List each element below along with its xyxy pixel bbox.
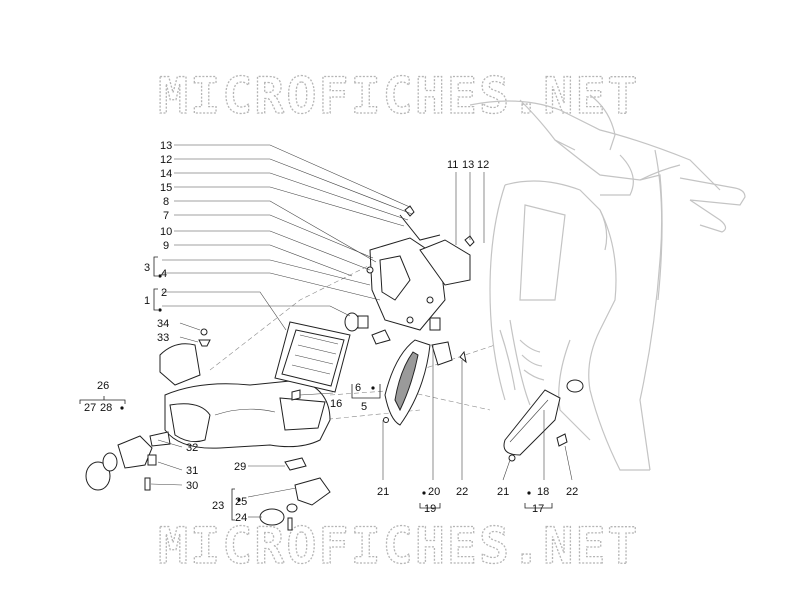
callout-28: 28	[100, 402, 112, 414]
callout-5: 5	[361, 401, 367, 413]
indicator-left	[383, 339, 467, 426]
callout-brackets	[79, 256, 553, 521]
bracket-assembly	[366, 205, 475, 331]
callout-23: 23	[212, 500, 224, 512]
callout-21b: 21	[497, 486, 509, 498]
callout-9: 9	[163, 240, 169, 252]
callout-10: 10	[160, 226, 172, 238]
callout-12: 12	[160, 154, 172, 166]
callout-22b: 22	[566, 486, 578, 498]
callout-33: 33	[157, 332, 169, 344]
callout-13: 13	[160, 140, 172, 152]
callout-25: 25	[235, 496, 247, 508]
callout-19: 19	[424, 503, 436, 515]
handlebar-cover	[159, 343, 331, 449]
callout-20: 20	[428, 486, 440, 498]
callout-4: 4	[161, 268, 167, 280]
scooter-outline	[469, 94, 746, 471]
callout-30: 30	[186, 480, 198, 492]
callout-16: 16	[330, 398, 342, 410]
callout-29: 29	[234, 461, 246, 473]
callout-18: 18	[537, 486, 549, 498]
callout-24: 24	[235, 512, 247, 524]
callout-labels: 13 12 14 15 8 7 10 9 3 4 2 1 34 33 26 27…	[84, 140, 578, 524]
indicator-right	[503, 379, 584, 462]
callout-13b: 13	[462, 159, 474, 171]
lower-left-parts	[85, 431, 171, 491]
callout-26: 26	[97, 380, 109, 392]
callout-17: 17	[532, 503, 544, 515]
callout-22: 22	[456, 486, 468, 498]
callout-3: 3	[144, 262, 150, 274]
callout-12b: 12	[477, 159, 489, 171]
callout-21: 21	[377, 486, 389, 498]
callout-32: 32	[186, 442, 198, 454]
callout-34: 34	[157, 318, 169, 330]
callout-6: 6	[355, 382, 361, 394]
callout-8: 8	[163, 196, 169, 208]
headlight-unit	[274, 321, 351, 393]
callout-7: 7	[163, 210, 169, 222]
lower-center-parts	[259, 457, 331, 531]
callout-31: 31	[186, 465, 198, 477]
callout-15: 15	[160, 182, 172, 194]
small-hardware	[198, 328, 301, 401]
watermark-bottom: MICROFICHES.NET	[158, 517, 640, 575]
reference-dots	[120, 274, 531, 502]
callout-1: 1	[144, 295, 150, 307]
watermark-top: MICROFICHES.NET	[158, 67, 640, 125]
bulb	[344, 312, 391, 345]
callout-11: 11	[447, 159, 458, 171]
callout-2: 2	[161, 287, 167, 299]
callout-27: 27	[84, 402, 96, 414]
callout-14: 14	[160, 168, 172, 180]
leader-lines	[150, 144, 573, 518]
